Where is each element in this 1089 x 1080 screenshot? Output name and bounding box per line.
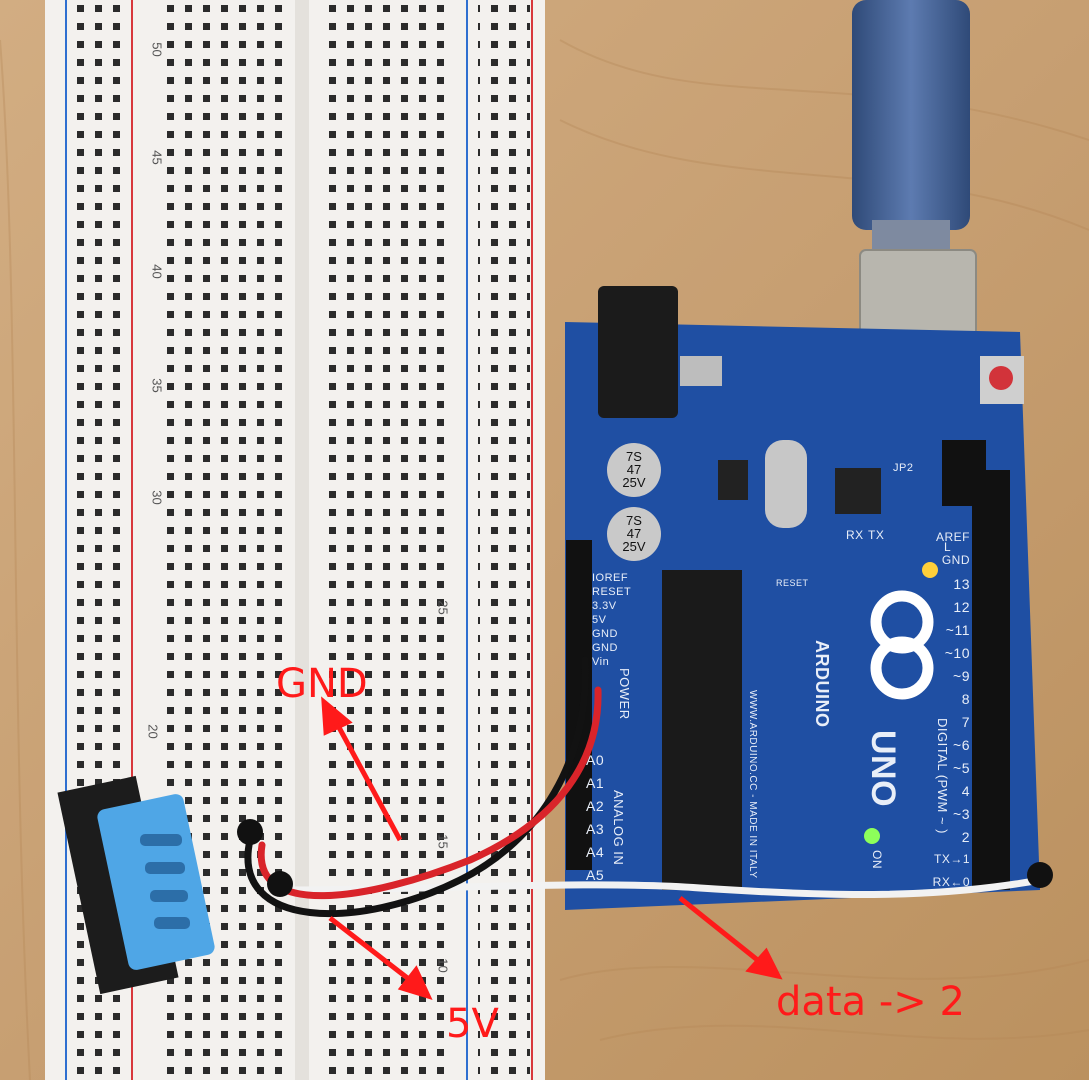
breadboard-row-number: 40: [149, 264, 165, 279]
pin-label: ~11: [945, 622, 970, 638]
arduino-board: [565, 286, 1040, 910]
pin-label: ~10: [944, 645, 970, 661]
capacitor-1-text: 7S 47 25V: [616, 450, 652, 489]
capacitor-1: [607, 443, 661, 497]
cap-line: 47: [626, 462, 642, 477]
digital-pin-labels: AREF GND 13 12 ~11 ~10 ~9 8 7 ~6 ~5 4 ~3…: [926, 530, 970, 898]
capacitor-2-text: 7S 47 25V: [616, 514, 652, 553]
pin-label: A4: [586, 844, 605, 860]
cap-line: 25V: [622, 539, 646, 554]
jumper-wires: [237, 656, 1053, 918]
breadboard-row-number: 50: [149, 42, 165, 57]
pin-label: 4: [961, 783, 970, 799]
pin-label: Vin: [592, 656, 610, 668]
cap-line: 47: [626, 526, 642, 541]
gnd-arrow: [332, 718, 403, 842]
dht-sensor: [57, 775, 215, 995]
pin-label: ~5: [953, 760, 970, 776]
power-header: [566, 540, 592, 870]
pin-label: ~3: [953, 806, 970, 822]
breadboard-row-number: 45: [149, 150, 165, 165]
cap-line: 7S: [626, 513, 642, 528]
pin-label: 12: [953, 599, 970, 615]
digital-header: [972, 470, 1010, 890]
pin-label: 5V: [592, 614, 607, 626]
analog-pin-labels: A0 A1 A2 A3 A4 A5: [586, 752, 616, 890]
pin-label: ~6: [953, 737, 970, 753]
power-pin-labels: IOREF RESET 3.3V 5V GND GND Vin: [592, 572, 642, 670]
led-l: [922, 562, 938, 578]
board-model: UNO: [864, 730, 902, 808]
pin-label: IOREF: [592, 572, 629, 584]
pin-label: A1: [586, 775, 605, 791]
breadboard-row-number: 20: [145, 724, 161, 739]
pin-label: A5: [586, 867, 605, 883]
pin-label: A3: [586, 821, 605, 837]
pin-label: TX→1: [933, 852, 970, 866]
pin-label: RX←0: [932, 875, 970, 889]
breadboard-row-number: 35: [149, 378, 165, 393]
pin-label: A2: [586, 798, 605, 814]
data-annotation: data -> 2: [776, 979, 965, 1025]
board-brand: ARDUINO: [812, 640, 832, 728]
led-on: [864, 828, 880, 844]
arduino-logo: [870, 590, 934, 700]
jumper-label: JP2: [893, 462, 914, 474]
gnd-annotation: GND: [276, 661, 368, 707]
pin-label: A0: [586, 752, 605, 768]
breadboard-row-number: 25: [435, 600, 451, 615]
annotation-arrows: [321, 696, 783, 1001]
cap-line: 25V: [622, 475, 646, 490]
data-arrow: [678, 896, 762, 964]
power-section-label: POWER: [617, 668, 632, 720]
wood-grain: [0, 39, 1089, 1080]
black-gnd-wire: [244, 656, 589, 918]
breadboard-row-number: 10: [435, 958, 451, 973]
breadboard-row-number: 15: [435, 834, 451, 849]
cap-line: 7S: [626, 449, 642, 464]
pin-label: 13: [953, 576, 970, 592]
breadboard-row-number: 30: [149, 490, 165, 505]
led-label-on: ON: [870, 850, 884, 869]
led-label-tx: TX: [868, 528, 885, 542]
led-label-l: L: [944, 540, 952, 554]
vcc-annotation: 5V: [446, 1001, 499, 1047]
pin-label: 7: [961, 714, 970, 730]
white-data-wire: [281, 876, 1044, 899]
dc-power-jack: [598, 286, 678, 418]
pin-label: GND: [592, 642, 618, 654]
pin-label: ~9: [953, 668, 970, 684]
pin-label: RESET: [592, 586, 632, 598]
reset-label: RESET: [776, 578, 809, 588]
icsp-header: [942, 440, 986, 506]
pin-label: 8: [961, 691, 970, 707]
board-website: WWW.ARDUINO.CC - MADE IN ITALY: [747, 690, 758, 879]
vcc-arrow: [328, 916, 412, 982]
crystal: [765, 440, 807, 528]
capacitor-2: [607, 507, 661, 561]
pin-label: GND: [941, 553, 970, 567]
pin-label: AREF: [935, 530, 970, 544]
pin-label: GND: [592, 628, 618, 640]
pin-label: 2: [961, 829, 970, 845]
led-label-rx: RX: [846, 528, 864, 542]
pin-label: 3.3V: [592, 600, 617, 612]
atmega-chip: [662, 570, 742, 890]
